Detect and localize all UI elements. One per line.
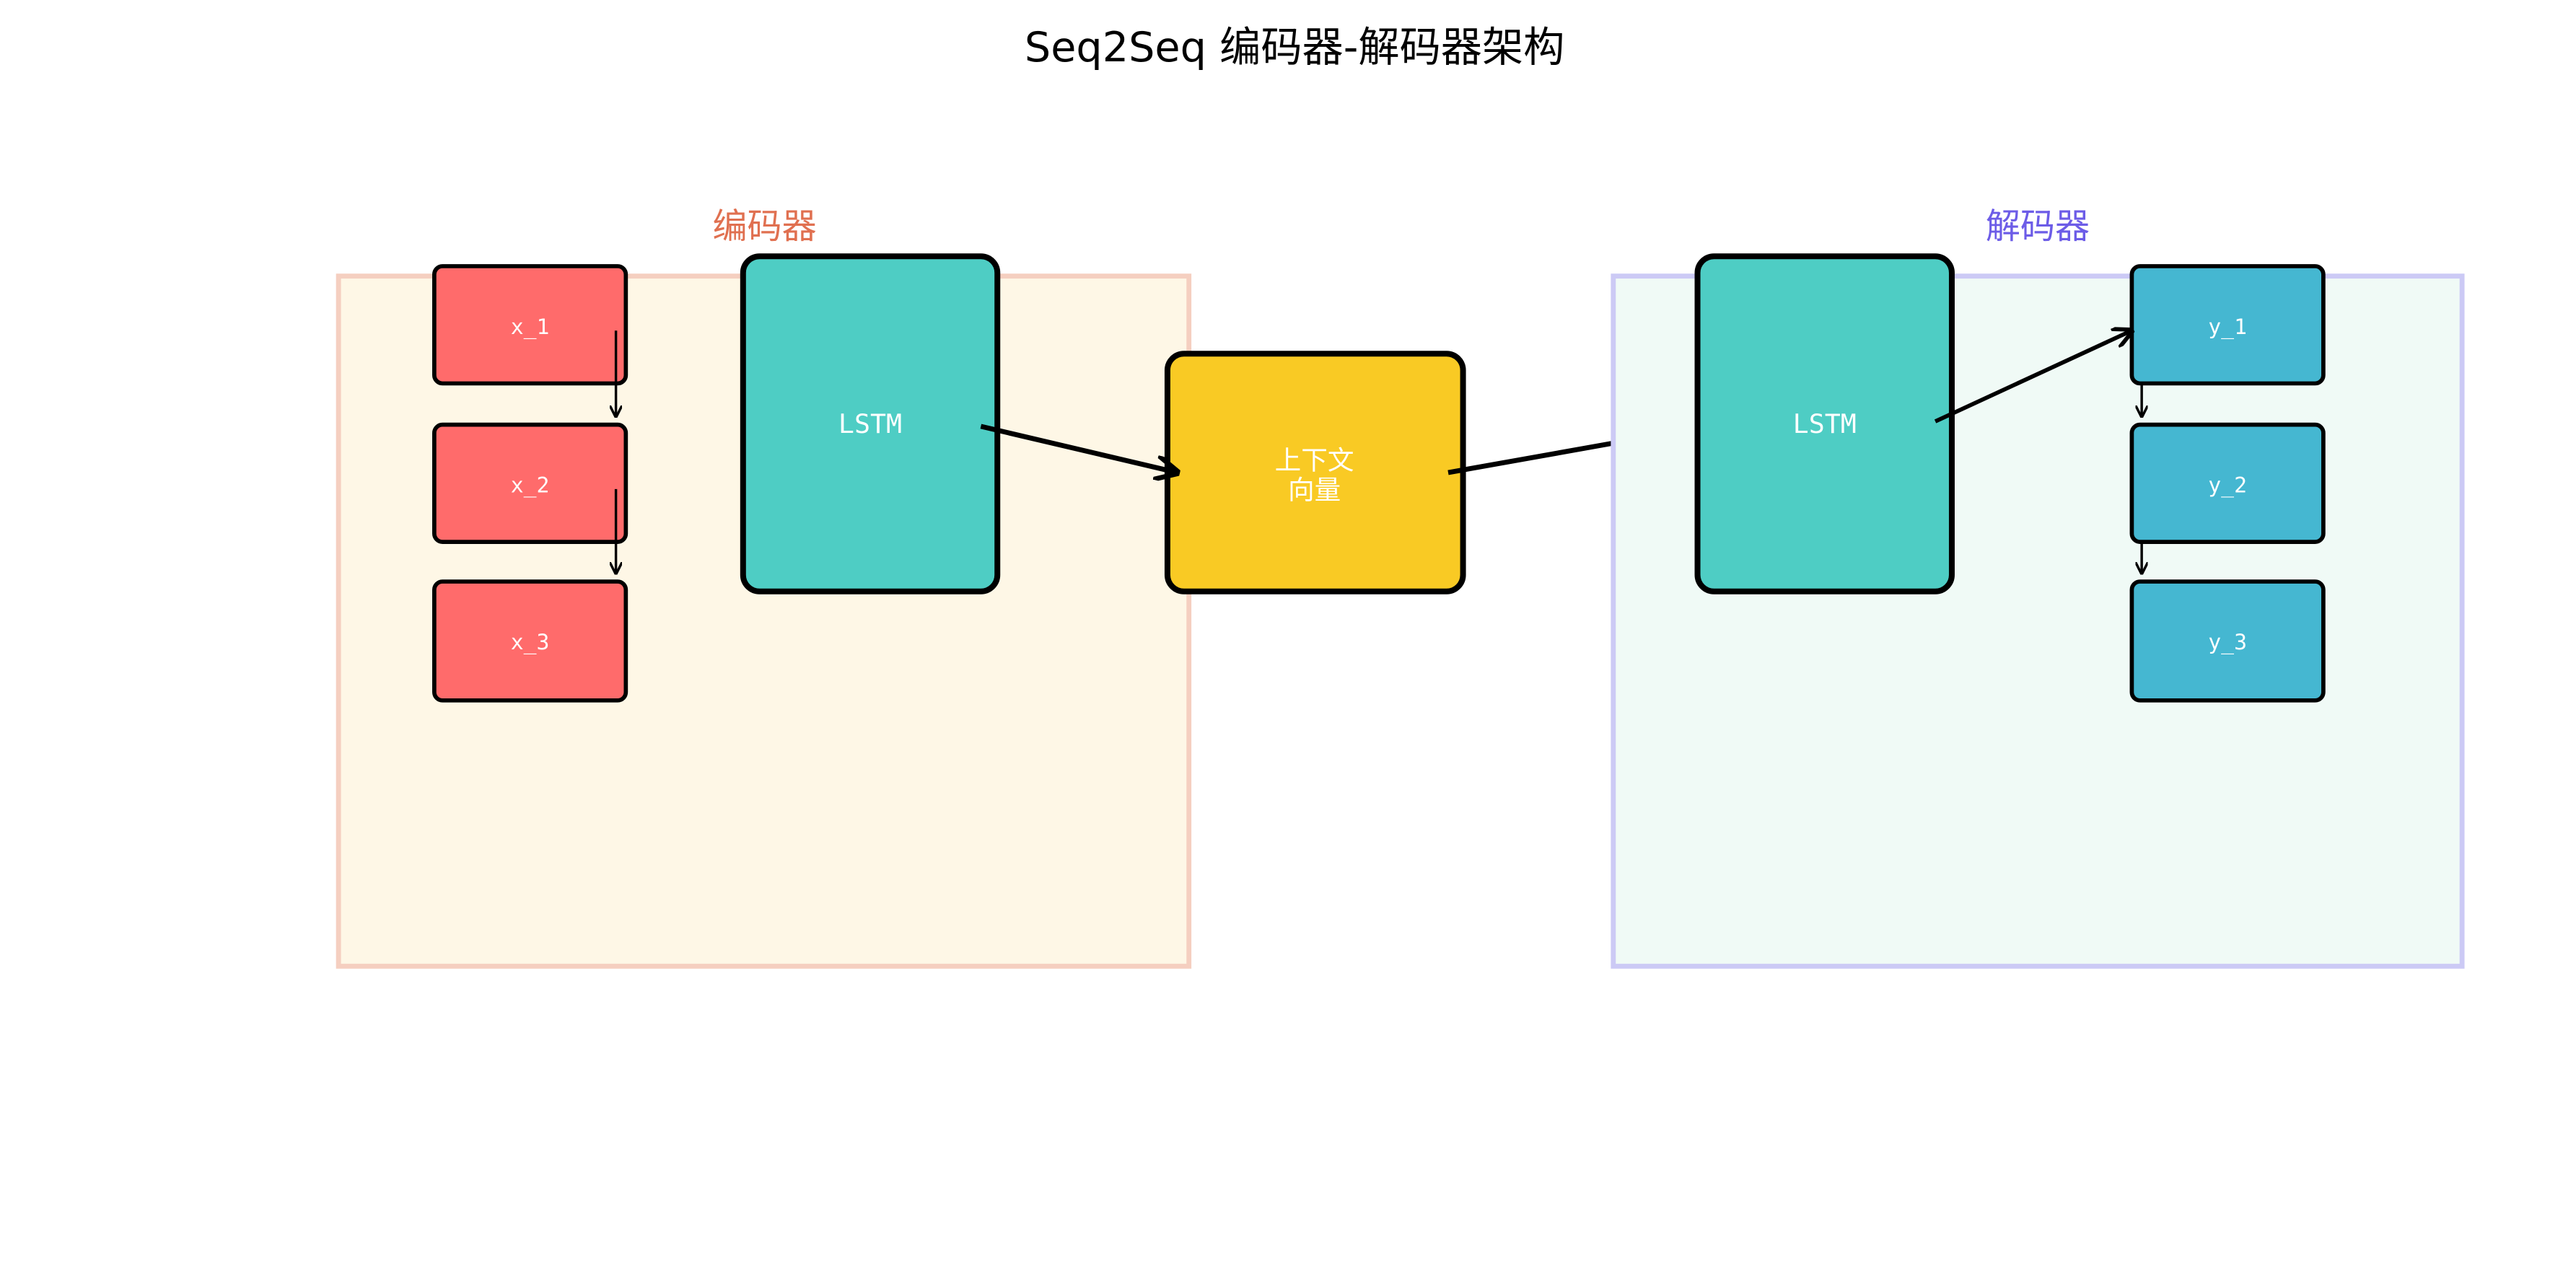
input-label: x_1	[511, 315, 550, 340]
decoder-label: 解码器	[1986, 206, 2090, 247]
input-box-x3	[432, 579, 628, 703]
output-box-y3	[2129, 579, 2326, 703]
input-label: x_3	[511, 630, 550, 655]
output-box-y1	[2129, 264, 2326, 386]
context-label-line2: 向量	[1288, 475, 1341, 506]
decoder-lstm-label: LSTM	[1793, 408, 1857, 439]
output-box-y2	[2129, 422, 2326, 544]
output-label: y_3	[2208, 630, 2247, 655]
input-box-x2	[432, 422, 628, 544]
decoder-outputs: y_1 y_2 y_3	[2129, 264, 2326, 703]
encoder-inputs: x_1 x_2 x_3	[432, 264, 628, 703]
diagram-title: Seq2Seq 编码器-解码器架构	[1025, 24, 1564, 71]
context-label-line1: 上下文	[1275, 444, 1354, 475]
output-label: y_1	[2208, 315, 2247, 340]
encoder-lstm-label: LSTM	[838, 408, 902, 439]
arrow-encoder-to-context	[980, 424, 1177, 473]
encoder-label: 编码器	[712, 206, 816, 247]
input-label: x_2	[511, 473, 550, 498]
decoder-lstm-box	[1694, 253, 1955, 594]
input-box-x1	[432, 264, 628, 386]
output-label: y_2	[2208, 473, 2247, 498]
arrow-decoder-to-y1	[1934, 330, 2132, 424]
encoder-lstm-box	[740, 253, 1001, 594]
